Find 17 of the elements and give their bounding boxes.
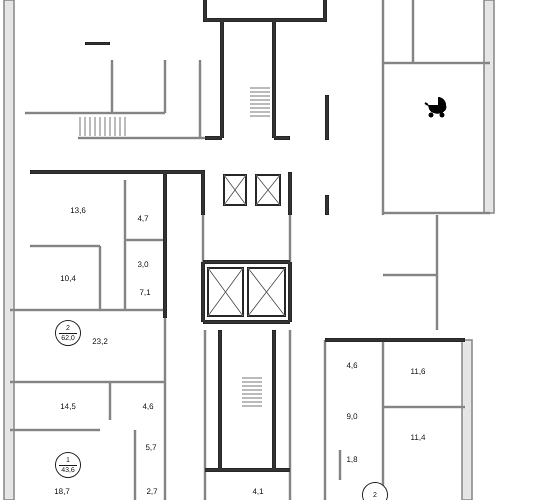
room-area-label: 13,6 <box>70 207 86 215</box>
room-area-label: 7,1 <box>139 289 151 297</box>
room-area-label: 4,7 <box>137 215 149 223</box>
room-area-label: 14,5 <box>60 403 76 411</box>
room-area-label: 11,6 <box>410 368 426 376</box>
room-area-label: 23,2 <box>92 338 108 346</box>
room-area-label: 4,1 <box>252 488 264 496</box>
room-area-label: 1,8 <box>346 456 358 464</box>
room-area-label: 9,0 <box>346 413 358 421</box>
room-area-label: 2,7 <box>146 488 158 496</box>
room-area-label: 5,7 <box>145 444 157 452</box>
room-area-label: 11,4 <box>410 434 426 442</box>
room-area-label: 4,6 <box>346 362 358 370</box>
room-area-label: 4,6 <box>142 403 154 411</box>
room-area-label: 3,0 <box>137 261 149 269</box>
room-area-label: 18,7 <box>54 488 70 496</box>
room-area-label: 10,4 <box>60 275 76 283</box>
